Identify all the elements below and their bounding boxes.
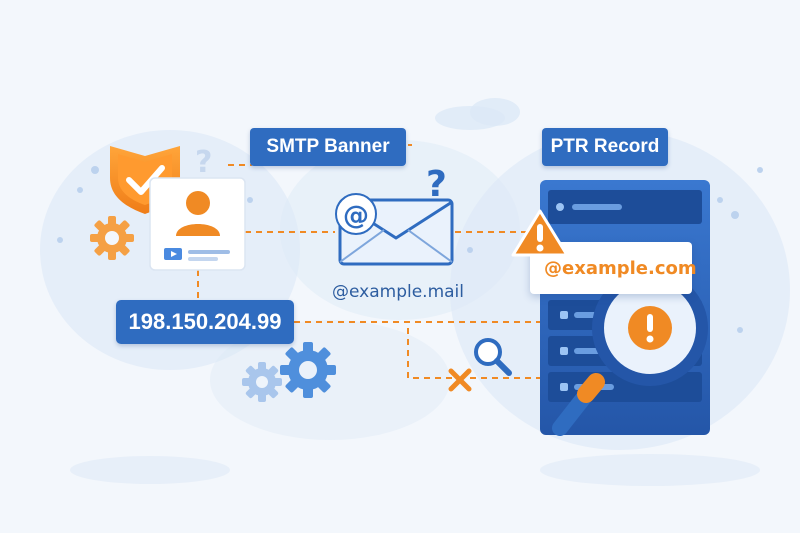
gear-icon [90, 216, 134, 260]
ip-address-label: 198.150.204.99 [116, 300, 294, 344]
ptr-domain-card: @example.com [530, 242, 697, 294]
gear-icon [280, 342, 336, 398]
ptr-domain-text: @example.com [544, 257, 697, 279]
question-mark-icon: ? [195, 145, 212, 180]
search-icon [474, 338, 512, 376]
background-dots [57, 166, 763, 333]
smtp-banner-label: SMTP Banner [250, 128, 406, 166]
mismatch-x-icon [448, 368, 472, 392]
svg-text:@: @ [343, 201, 369, 231]
question-mark-icon: ? [426, 164, 447, 205]
warning-icon [511, 209, 569, 257]
ptr-record-label: PTR Record [542, 128, 668, 166]
mail-domain-text: @example.mail [332, 282, 464, 302]
dashed-connectors [197, 144, 545, 379]
gear-icon [242, 362, 282, 402]
at-sign-icon: @ [335, 193, 377, 235]
user-profile-icon [149, 177, 246, 271]
